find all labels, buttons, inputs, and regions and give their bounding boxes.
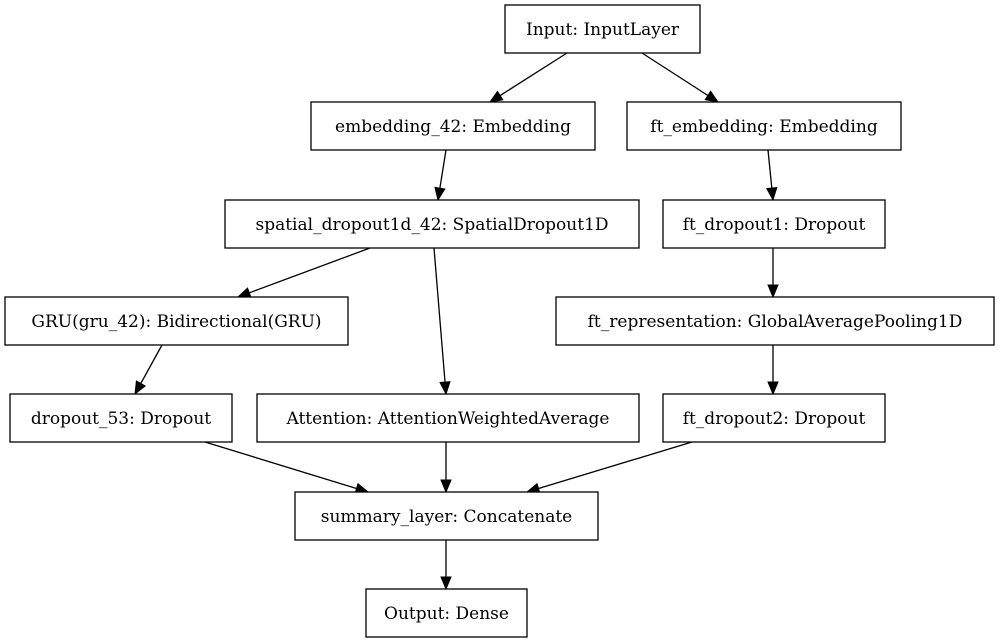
edge-spatial_dropout1d_42-to-gru_42 bbox=[236, 247, 371, 299]
node-box bbox=[9, 393, 233, 443]
node-label: ft_representation: GlobalAveragePooling1… bbox=[588, 312, 963, 332]
edge-ft_dropout1-to-ft_representation bbox=[767, 248, 779, 299]
edge-line bbox=[499, 52, 568, 97]
node-box bbox=[224, 199, 640, 249]
node-label: Attention: AttentionWeightedAverage bbox=[286, 409, 610, 429]
node-label: dropout_53: Dropout bbox=[31, 409, 211, 429]
arrowhead-icon bbox=[440, 479, 452, 494]
edge-ft_dropout2-to-summary_layer bbox=[525, 441, 693, 494]
node-ft-dropout1: ft_dropout1: Dropout bbox=[662, 199, 886, 249]
edge-ft_embedding-to-ft_dropout1 bbox=[766, 149, 778, 202]
node-output: Output: Dense bbox=[365, 588, 528, 638]
node-box bbox=[294, 491, 599, 541]
edge-line bbox=[641, 52, 709, 97]
edge-attention-to-summary_layer bbox=[440, 442, 452, 494]
arrowhead-icon bbox=[440, 576, 452, 591]
edge-summary_layer-to-output bbox=[440, 540, 452, 591]
node-label: embedding_42: Embedding bbox=[335, 117, 571, 137]
node-box bbox=[662, 199, 886, 249]
edge-line bbox=[249, 247, 371, 294]
node-label: Output: Dense bbox=[384, 604, 509, 624]
edge-input-to-embedding_42 bbox=[488, 52, 568, 103]
node-ft-dropout2: ft_dropout2: Dropout bbox=[662, 393, 886, 443]
arrowhead-icon bbox=[488, 90, 504, 103]
arrowhead-icon bbox=[236, 287, 252, 299]
arrowhead-icon bbox=[767, 381, 779, 396]
node-box bbox=[504, 4, 701, 54]
node-label: summary_layer: Concatenate bbox=[321, 507, 573, 527]
edge-ft_representation-to-ft_dropout2 bbox=[767, 345, 779, 396]
edge-embedding_42-to-spatial_dropout1d_42 bbox=[434, 149, 447, 202]
node-label: GRU(gru_42): Bidirectional(GRU) bbox=[31, 312, 321, 332]
arrowhead-icon bbox=[134, 380, 147, 396]
node-gru-42: GRU(gru_42): Bidirectional(GRU) bbox=[4, 296, 349, 346]
node-box bbox=[626, 101, 902, 151]
node-label: ft_dropout2: Dropout bbox=[683, 409, 866, 429]
node-dropout-53: dropout_53: Dropout bbox=[9, 393, 233, 443]
arrowhead-icon bbox=[767, 284, 779, 299]
edge-line bbox=[439, 149, 447, 189]
arrowhead-icon bbox=[439, 381, 451, 396]
node-label: Input: InputLayer bbox=[526, 20, 680, 40]
node-ft-embedding: ft_embedding: Embedding bbox=[626, 101, 902, 151]
node-label: ft_dropout1: Dropout bbox=[683, 215, 866, 235]
node-label: ft_embedding: Embedding bbox=[650, 117, 878, 137]
edge-line bbox=[433, 247, 446, 383]
nodes-layer: Input: InputLayer embedding_42: Embedding… bbox=[4, 4, 995, 638]
node-box bbox=[555, 296, 995, 346]
node-box bbox=[256, 393, 640, 443]
edge-input-to-ft_embedding bbox=[641, 52, 720, 103]
node-ft-representation: ft_representation: GlobalAveragePooling1… bbox=[555, 296, 995, 346]
node-label: spatial_dropout1d_42: SpatialDropout1D bbox=[255, 215, 608, 235]
edge-line bbox=[140, 344, 163, 384]
node-box bbox=[365, 588, 528, 638]
node-box bbox=[4, 296, 349, 346]
arrowhead-icon bbox=[704, 90, 720, 103]
arrowhead-icon bbox=[434, 186, 446, 202]
edge-line bbox=[538, 441, 693, 490]
node-summary-layer: summary_layer: Concatenate bbox=[294, 491, 599, 541]
node-spatial-dropout1d-42: spatial_dropout1d_42: SpatialDropout1D bbox=[224, 199, 640, 249]
node-box bbox=[310, 101, 596, 151]
node-box bbox=[662, 393, 886, 443]
node-attention: Attention: AttentionWeightedAverage bbox=[256, 393, 640, 443]
node-embedding-42: embedding_42: Embedding bbox=[310, 101, 596, 151]
edge-line bbox=[204, 441, 357, 490]
edge-gru_42-to-dropout_53 bbox=[134, 344, 163, 396]
edge-line bbox=[767, 149, 773, 189]
arrowhead-icon bbox=[766, 186, 778, 202]
node-input: Input: InputLayer bbox=[504, 4, 701, 54]
edges-layer bbox=[134, 52, 779, 591]
edge-spatial_dropout1d_42-to-attention bbox=[433, 247, 451, 396]
edge-dropout_53-to-summary_layer bbox=[204, 441, 370, 494]
